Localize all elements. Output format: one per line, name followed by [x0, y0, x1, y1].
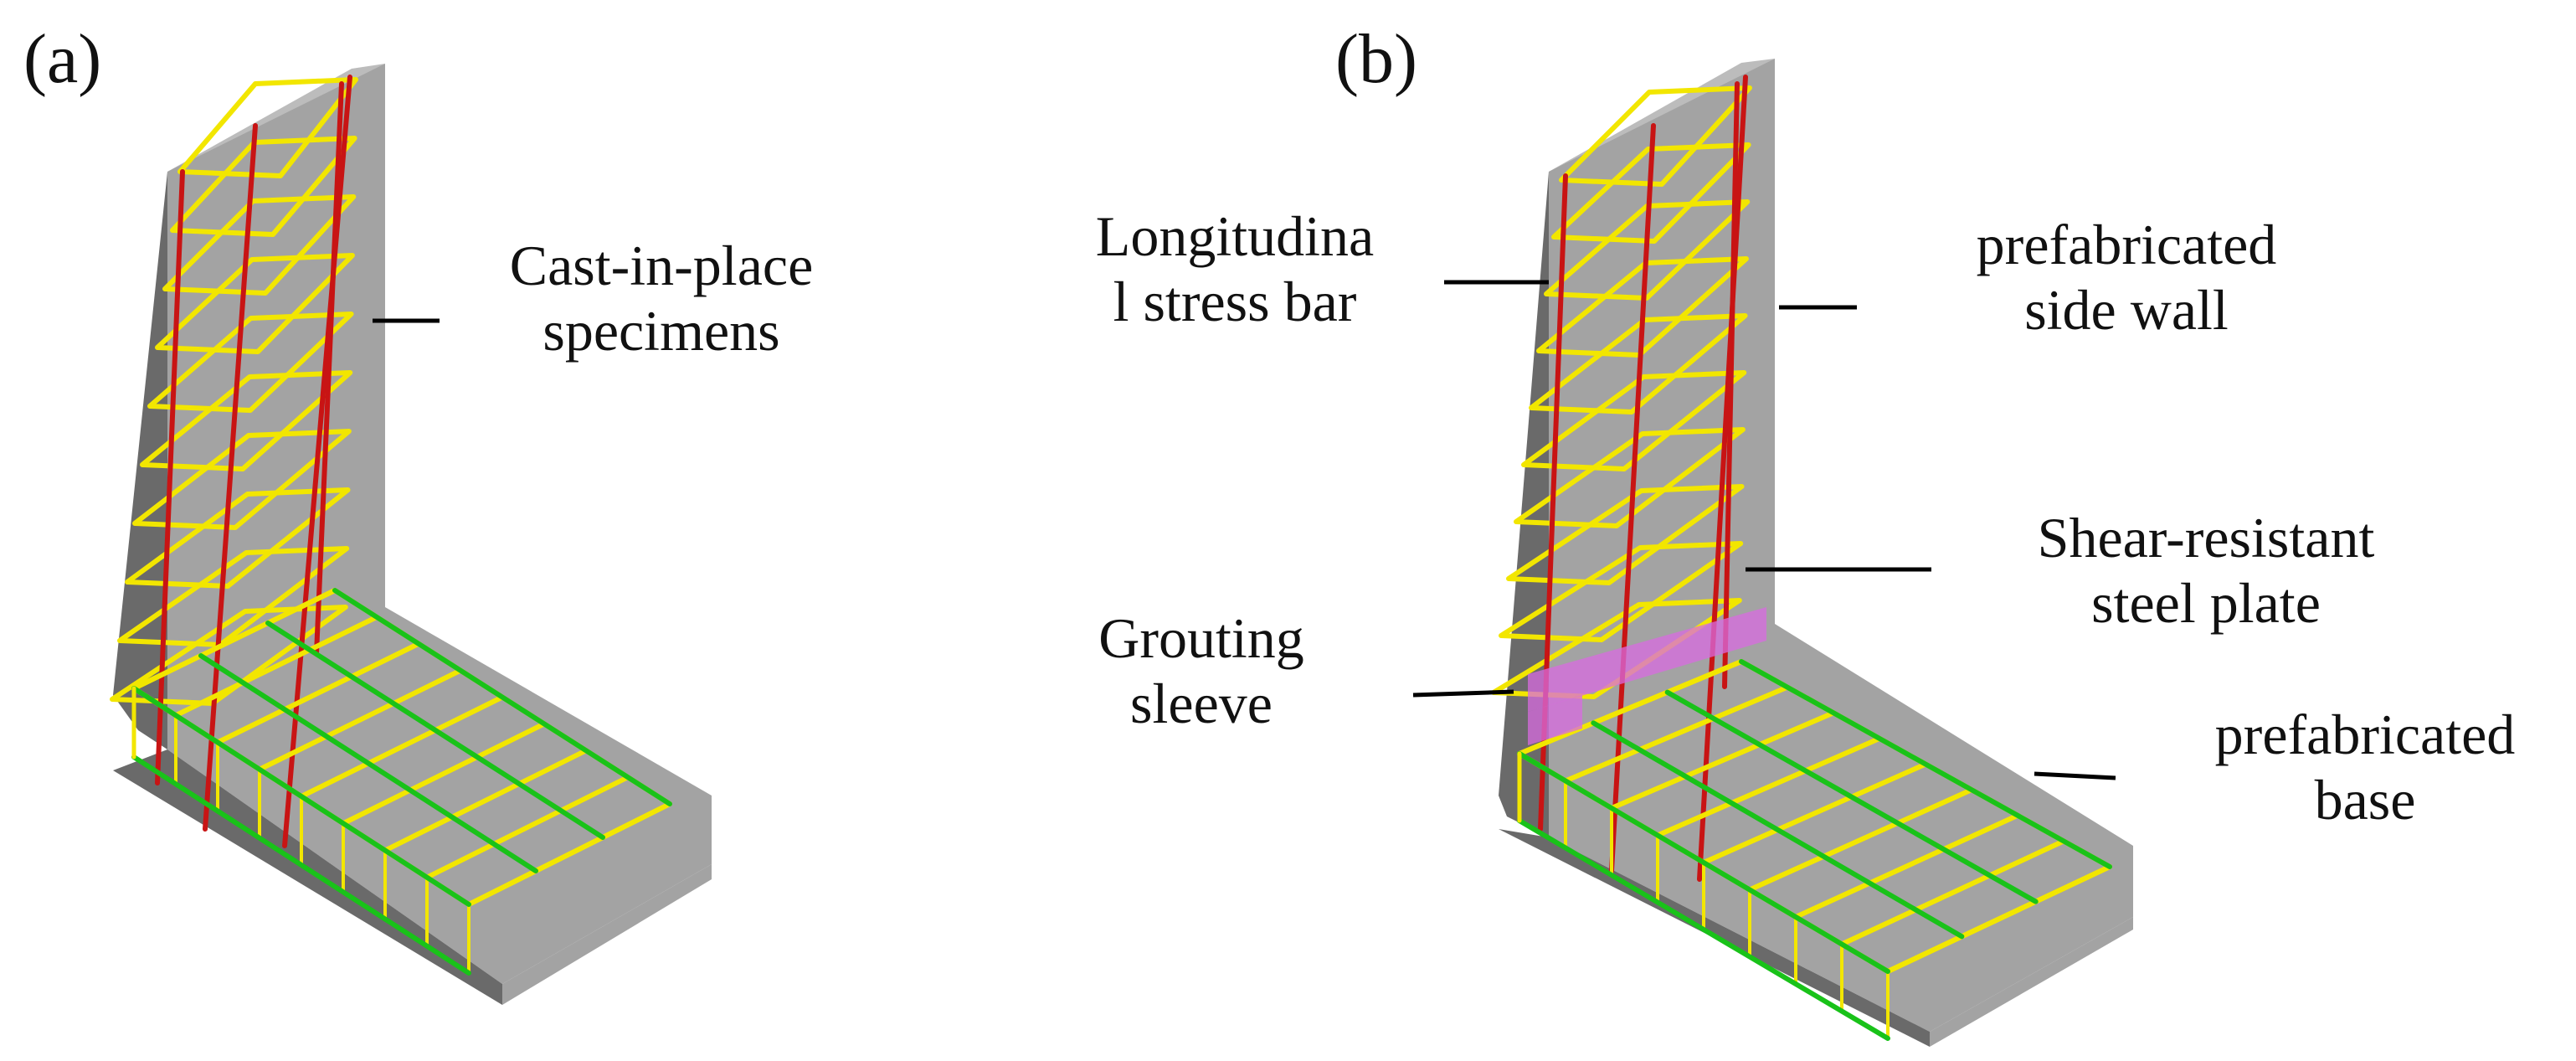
callout-line: specimens: [542, 299, 779, 363]
prefabricated-specimen: [1491, 59, 2133, 1047]
callout-line: base: [2315, 768, 2416, 832]
base-transverse-stirrup: [1839, 838, 2066, 947]
longitudinal-stress-bar: [1609, 123, 1656, 873]
wall-stirrup: [1551, 142, 1751, 244]
callout-line: Cast-in-place: [510, 234, 814, 297]
wall-stirrup: [1514, 427, 1746, 528]
base-transverse-stirrup: [215, 641, 421, 745]
base-transverse-stirrup: [1655, 735, 1882, 838]
base-side-face: [113, 749, 502, 1005]
wall-stirrup: [125, 487, 351, 589]
callout-line: sleeve: [1130, 672, 1273, 735]
base-longitudinal-bar: [332, 588, 672, 806]
wall-stirrup: [170, 136, 357, 237]
wall-stirrup: [1536, 256, 1749, 358]
base-transverse-stirrup: [1563, 684, 1790, 784]
wall-stirrup: [155, 253, 355, 354]
longitudinal-stress-bar: [203, 123, 258, 832]
base-transverse-stirrup: [383, 748, 589, 853]
base-transverse-stirrup: [341, 721, 547, 827]
callout-line: Shear-resistant: [2038, 506, 2375, 569]
base-longitudinal-bar: [1591, 720, 1965, 940]
leader-line-grouting-sleeve: [1412, 689, 1514, 698]
longitudinal-stress-bar: [1697, 75, 1748, 882]
base-transverse-stirrup: [131, 588, 337, 691]
base-transverse-stirrup: [1609, 710, 1836, 811]
base-longitudinal-bar: [1739, 659, 2112, 869]
panel-b-label: (b): [1335, 20, 1417, 98]
callout-line: Grouting: [1098, 606, 1304, 670]
wall-stirrup: [162, 194, 357, 296]
base-transverse-stirrup: [1701, 761, 1928, 865]
base-transverse-stirrup: [466, 801, 672, 907]
callout-line: side wall: [2024, 278, 2229, 342]
reinforcement-cage-b: [1491, 75, 2112, 1041]
wall-side-face: [113, 172, 167, 749]
grouting-sleeve: [1528, 695, 1582, 745]
callout-line: l stress bar: [1113, 270, 1357, 333]
callout-line: Longitudina: [1096, 204, 1374, 268]
cast-in-place-specimen: [110, 64, 712, 1005]
base-transverse-stirrup: [1747, 787, 1974, 893]
base-end-face-b: [1930, 917, 2133, 1047]
longitudinal-stress-bar: [314, 81, 344, 656]
wall-stirrup: [1559, 85, 1752, 187]
base-transverse-stirrup: [257, 667, 463, 772]
base-end-face: [502, 864, 712, 1005]
wall-stirrup: [147, 312, 354, 413]
panel-a-label: (a): [23, 20, 101, 98]
wall-side-face-b: [1499, 172, 1549, 837]
wall-stirrup: [177, 77, 358, 178]
wall-stirrup: [1506, 484, 1745, 585]
wall-stirrup: [110, 605, 348, 706]
base-transverse-stirrup: [1517, 659, 1744, 756]
wall-stirrup: [1499, 541, 1744, 642]
leader-line-base: [2034, 771, 2116, 780]
base-bottom-bar: [1517, 818, 1890, 1041]
callout-line: prefabricated: [2215, 703, 2516, 766]
base-transverse-stirrup: [1885, 864, 2112, 974]
base-bottom-bar: [131, 755, 471, 976]
callout-line: steel plate: [2091, 571, 2321, 635]
base-transverse-stirrup: [299, 694, 505, 799]
shear-resistant-steel-plate: [1528, 607, 1766, 712]
wall-stirrup: [1544, 199, 1751, 301]
base-longitudinal-bar: [198, 653, 538, 873]
base-longitudinal-bar: [131, 686, 471, 907]
callout-line: prefabricated: [1977, 213, 2277, 276]
longitudinal-stress-bar: [155, 169, 185, 785]
base-longitudinal-bar: [265, 621, 605, 840]
longitudinal-stress-bar: [1722, 81, 1740, 689]
reinforcement-cage: [110, 75, 672, 976]
wall-stirrup: [117, 546, 350, 647]
base-longitudinal-bar: [1664, 689, 2039, 904]
base-transverse-stirrup: [424, 775, 630, 880]
base-transverse-stirrup: [173, 614, 379, 718]
base-longitudinal-bar: [1517, 751, 1890, 974]
base-transverse-stirrup: [1793, 812, 2020, 919]
